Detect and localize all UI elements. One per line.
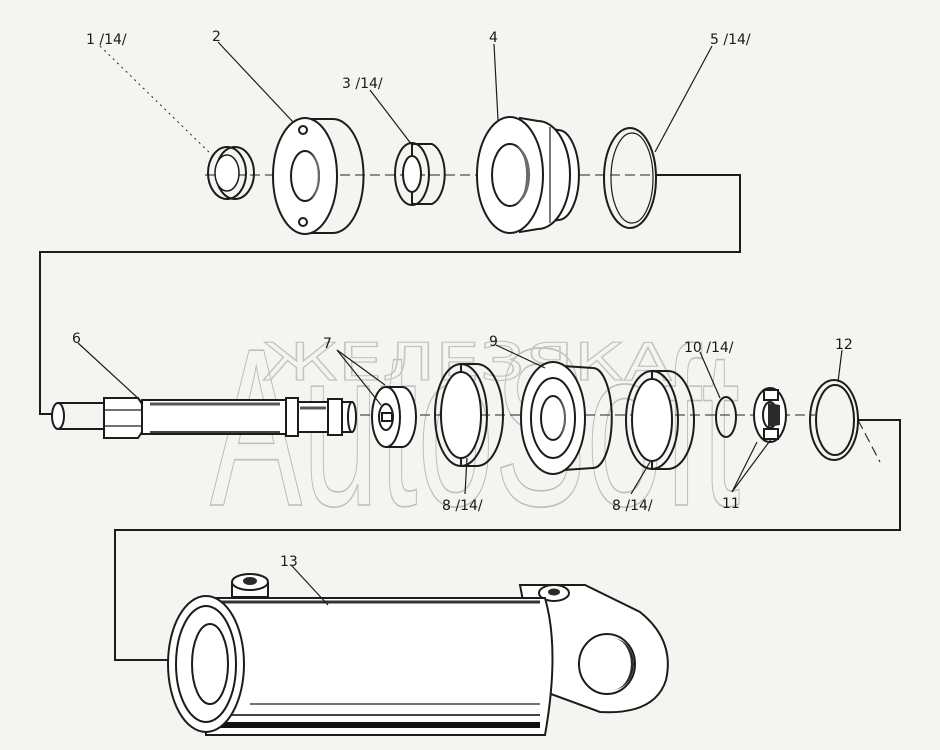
part-7-split-collar bbox=[371, 386, 417, 448]
part-10-small-o-ring bbox=[715, 396, 737, 438]
callout-labels: 1 /14/ 2 3 /14/ 4 5 /14/ 6 7 9 10 /14/ 1… bbox=[72, 29, 853, 570]
part-5-o-ring bbox=[603, 127, 657, 229]
part-8b-seal bbox=[625, 370, 695, 470]
callout-4: 4 bbox=[489, 30, 498, 46]
leader-lines bbox=[77, 41, 843, 606]
callout-8a: 8 /14/ bbox=[442, 498, 483, 514]
part-8a-seal bbox=[434, 363, 504, 467]
callout-7: 7 bbox=[323, 336, 332, 352]
part-11-split-ring bbox=[753, 387, 787, 443]
callout-11: 11 bbox=[722, 496, 740, 512]
callout-10: 10 /14/ bbox=[684, 340, 734, 356]
callout-8b: 8 /14/ bbox=[612, 498, 653, 514]
callout-2: 2 bbox=[212, 29, 221, 45]
part-4-piston bbox=[476, 116, 580, 234]
part-9-piston-body bbox=[520, 361, 613, 475]
callout-5: 5 /14/ bbox=[710, 32, 751, 48]
part-6-piston-rod bbox=[51, 397, 357, 439]
callout-12: 12 bbox=[835, 337, 853, 353]
part-1-ring bbox=[207, 146, 255, 200]
callout-1: 1 /14/ bbox=[86, 32, 127, 48]
part-3-bushing bbox=[394, 142, 446, 206]
part-12-wiper-ring bbox=[809, 379, 859, 461]
part-13-cylinder-barrel bbox=[167, 573, 669, 736]
callout-9: 9 bbox=[489, 334, 498, 350]
callout-13: 13 bbox=[280, 554, 298, 570]
part-2-gland-nut bbox=[272, 117, 365, 235]
callout-6: 6 bbox=[72, 331, 81, 347]
callout-3: 3 /14/ bbox=[342, 76, 383, 92]
